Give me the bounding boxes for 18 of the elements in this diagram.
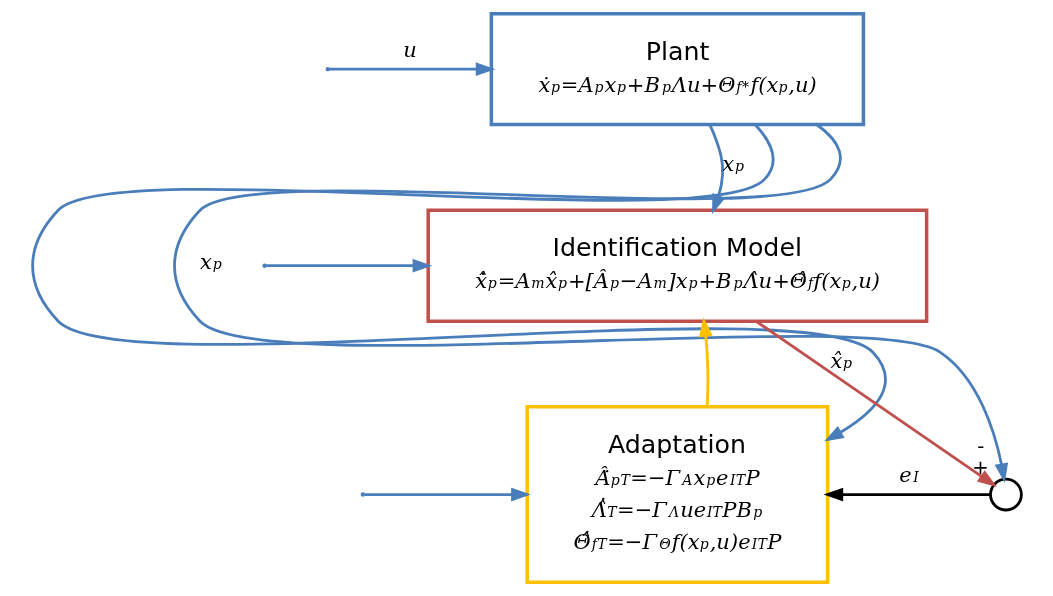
arrow: [822, 487, 990, 502]
arrow: [328, 62, 495, 77]
edge-label: eI: [898, 461, 919, 487]
node-box: Adaptation Â̇pT=−ΓAxpeITP Λ̂̇T=−ΓΛueITPBp Θ̂̇fT=−ΓΘf(xp,u)eITP: [524, 405, 829, 585]
arrow: [364, 487, 531, 502]
arrow: [698, 317, 713, 407]
arrow: [265, 258, 432, 273]
arrow: [173, 123, 1008, 484]
edge-label: x̂p: [829, 347, 852, 373]
arrow: [754, 320, 997, 487]
node-label: +: [971, 455, 989, 479]
edge-label: u: [402, 36, 417, 62]
node-label: -: [976, 434, 984, 458]
arrow: [31, 123, 886, 442]
edge-label: xp: [199, 249, 222, 275]
node-box: Plant ẋp=Apxp+BpΛu+Θf*f(xp,u): [489, 11, 865, 127]
node-circle: [988, 477, 1023, 512]
node-box: Identification Model x̂̇p=Amx̂p+[Âp−Am]xp+BpΛ̂u+Θ̂ff(xp,u): [425, 208, 928, 323]
